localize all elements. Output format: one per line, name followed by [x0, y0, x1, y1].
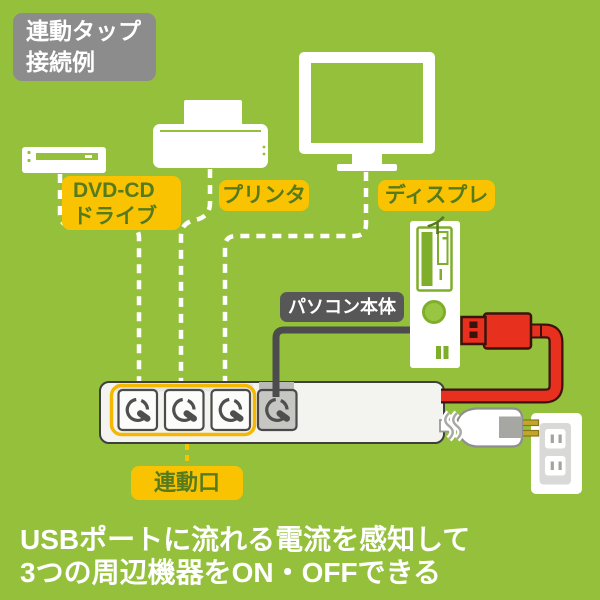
linked-outlets-highlight [109, 383, 257, 437]
usb-plug-icon [460, 312, 542, 350]
linked-outlet-1 [117, 388, 159, 432]
pc-tower-icon [410, 221, 460, 368]
linked-outlet-3 [210, 388, 252, 432]
printer-icon [153, 100, 268, 168]
caption-line1: USBポートに流れる電流を感知して [20, 524, 471, 555]
caption-line2: 3つの周辺機器をON・OFFできる [20, 557, 441, 588]
display-label: ディスプレイ [378, 180, 495, 238]
outlet-slot-glyphs [125, 397, 290, 422]
title-line1: 連動タップ [26, 18, 141, 44]
title-line2: 接続例 [26, 49, 95, 75]
plug-prong-bottom [520, 429, 540, 437]
display-icon [299, 52, 435, 171]
printer-connection-line [178, 169, 213, 389]
caption-text: USBポートに流れる電流を感知して 3つの周辺機器をON・OFFできる [20, 523, 590, 589]
printer-label: プリンタ [219, 180, 309, 211]
pc-power-cable [272, 326, 410, 397]
dvd-label-line2: ドライブ [73, 205, 157, 228]
power-plug-icon [439, 407, 540, 448]
linked-outlet-2 [163, 388, 205, 432]
dvd-drive-label: DVD-CD ドライブ [62, 176, 181, 230]
power-strip-icon [99, 381, 445, 444]
plug-prong-top [520, 419, 540, 427]
usb-cable-icon [441, 323, 564, 404]
linked-outlet-label: 連動口 [131, 466, 243, 500]
cable-break-marks [441, 410, 465, 442]
wall-outlet-icon [531, 413, 582, 494]
display-connection-line [222, 172, 369, 389]
pc-label: パソコン本体 [280, 292, 404, 322]
outlet-icons [117, 388, 298, 432]
title-box: 連動タップ 接続例 [13, 13, 156, 81]
dvd-label-line1: DVD-CD [73, 179, 155, 202]
power-button-icon [422, 300, 446, 324]
dvd-drive-icon [22, 147, 106, 173]
